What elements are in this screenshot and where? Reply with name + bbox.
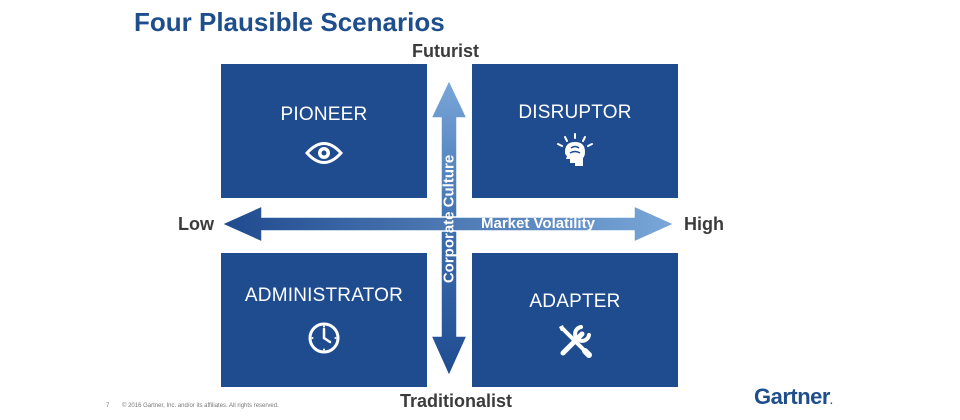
axis-label-top: Futurist [412, 41, 479, 61]
quadrant-label: ADMINISTRATOR [244, 285, 404, 306]
horizontal-axis-arrow [220, 204, 676, 244]
tools-icon [559, 325, 592, 358]
head-idea-icon [557, 133, 593, 166]
logo-text: Gartner [754, 384, 830, 409]
logo-dot: . [829, 396, 833, 407]
quadrant-adapter: ADAPTER [472, 253, 678, 387]
quadrant-administrator: ADMINISTRATOR [221, 253, 427, 387]
clock-icon [308, 322, 340, 354]
axis-label-bottom: Traditionalist [400, 391, 513, 411]
eye-icon [305, 142, 343, 164]
horizontal-axis-name: Market Volatility [481, 215, 595, 232]
quadrant-label: ADAPTER [529, 291, 621, 312]
axis-label-right: High [684, 214, 724, 234]
quadrant-pioneer: PIONEER [221, 64, 427, 198]
axis-label-left: Low [178, 214, 214, 234]
vertical-axis-name: Corporate Culture [440, 154, 458, 284]
copyright-text: © 2016 Gartner, Inc. and/or its affiliat… [122, 403, 279, 409]
slide-title: Four Plausible Scenarios [134, 7, 445, 37]
quadrant-label: DISRUPTOR [518, 102, 632, 123]
gartner-logo: Gartner. [754, 384, 833, 410]
quadrant-label: PIONEER [280, 104, 368, 125]
quadrant-disruptor: DISRUPTOR [472, 64, 678, 198]
slide-number: 7 [106, 403, 110, 409]
